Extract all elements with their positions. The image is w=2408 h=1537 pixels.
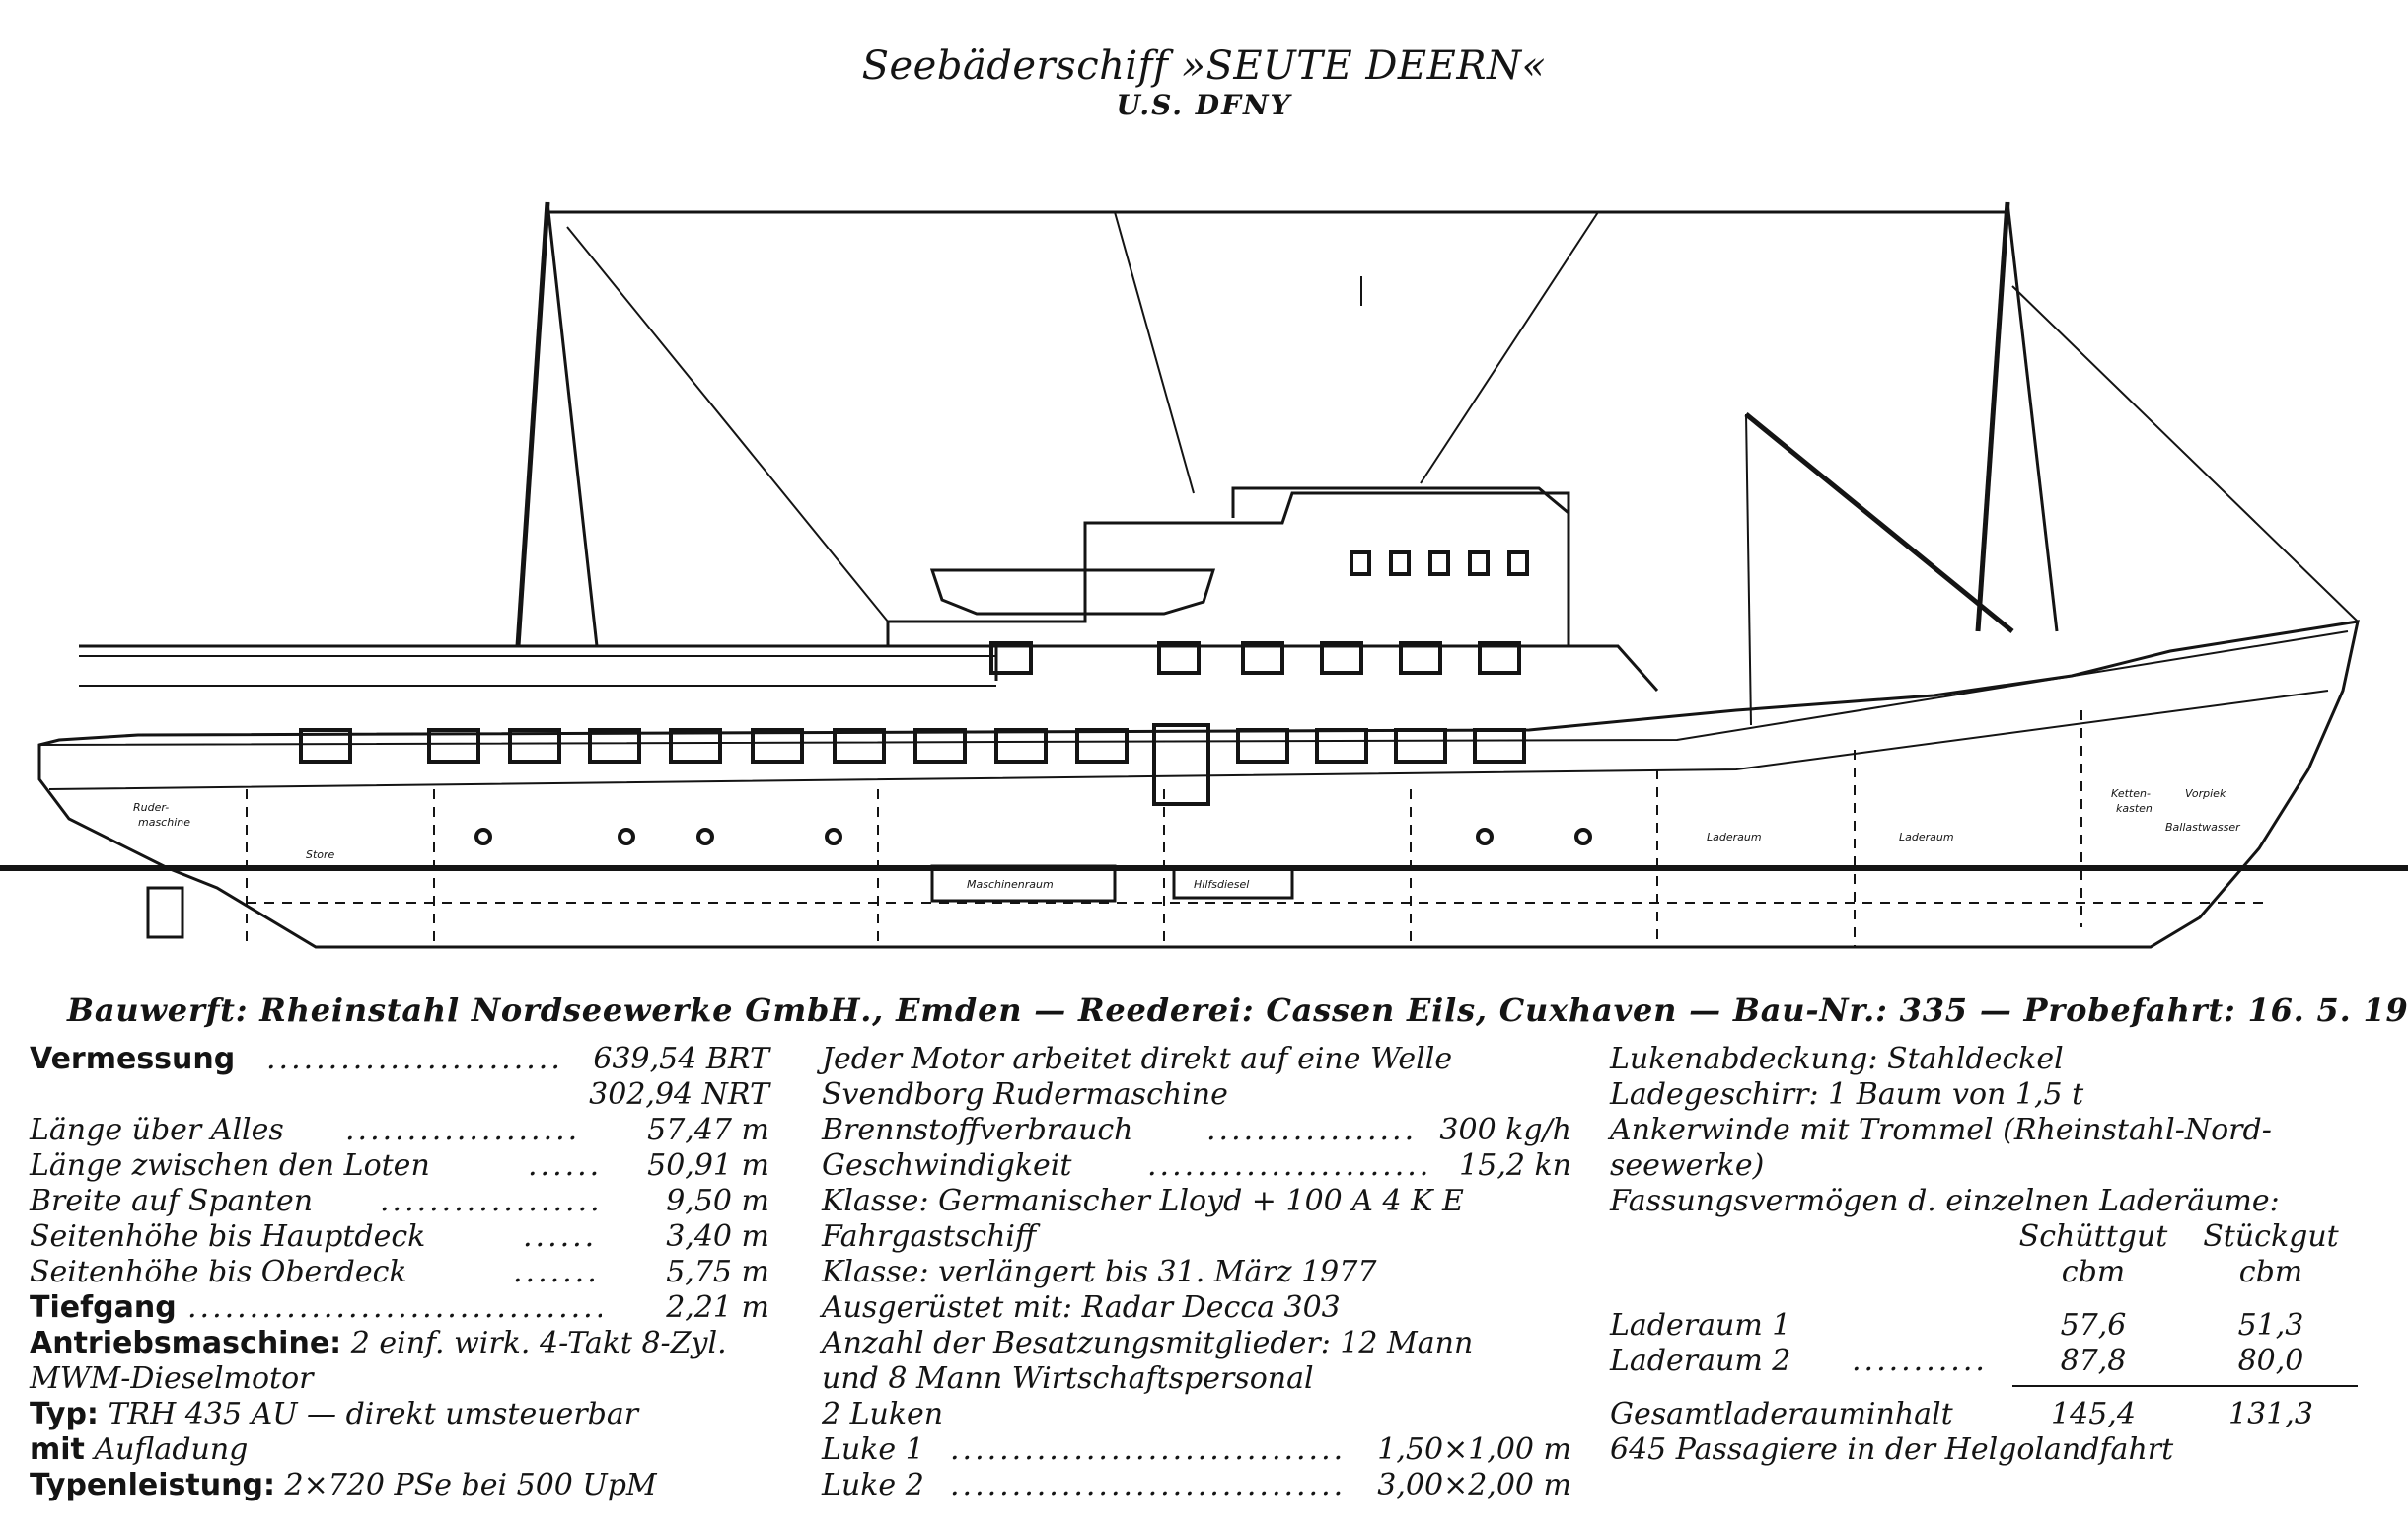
seitenhoehe-haupt-label: Seitenhöhe bis Hauptdeck [30,1219,426,1254]
hold-1-bulk: 57,6 [2060,1308,2127,1343]
tiefgang-value: 2,21 m [666,1290,769,1325]
label-rudder-machine-1: Ruder- [133,801,169,814]
total-general: 131,3 [2228,1397,2313,1431]
hull-outline [37,620,2360,949]
hatch-2-value: 3,00×2,00 m [1377,1468,1571,1502]
capacity-heading: Fassungsvermögen d. einzelnen Laderäume: [1610,1184,2280,1218]
main-deck-windows [299,723,1526,806]
unit-bulk: cbm [2061,1255,2126,1289]
speed-label: Geschwindigkeit [822,1148,1072,1183]
fore-mast [1975,201,2010,632]
laenge-loten-value: 50,91 m [647,1148,769,1183]
header-general: Stückgut [2203,1219,2339,1254]
passengers: 645 Passagiere in der Helgolandfahrt [1610,1432,2174,1467]
hold-2-general: 80,0 [2237,1344,2304,1378]
typ-line: Typ: TRH 435 AU — direkt umsteuerbar [30,1397,639,1431]
crew: Anzahl der Besatzungsmitglieder: 12 Mann [822,1326,1474,1360]
crew-2: und 8 Mann Wirtschaftspersonal [822,1361,1314,1396]
fuel-consumption-label: Brennstoffverbrauch [822,1113,1133,1147]
hatch-cover: Lukenabdeckung: Stahldeckel [1610,1042,2064,1076]
antrieb-line-2: MWM-Dieselmotor [30,1361,314,1396]
aft-mast [515,201,550,647]
speed-value: 15,2 kn [1459,1148,1571,1183]
label-forepeak: Vorpiek [2185,787,2226,800]
fuel-consumption-value: 300 kg/h [1439,1113,1571,1147]
leistung-line: Typenleistung: 2×720 PSe bei 500 UpM [30,1468,657,1502]
rudder-machine: Svendborg Rudermaschine [822,1077,1228,1112]
label-aux-diesel: Hilfsdiesel [1194,878,1249,891]
label-engine-room: Maschinenraum [967,878,1054,891]
seitenhoehe-ober-value: 5,75 m [666,1255,769,1289]
breite-value: 9,50 m [666,1184,769,1218]
hatch-1-value: 1,50×1,00 m [1377,1432,1571,1467]
vermessung-label: Vermessung [30,1042,236,1076]
shipyard-line: Bauwerft: Rheinstahl Nordseewerke GmbH.,… [67,991,2408,1029]
class-extended: Klasse: verlängert bis 31. März 1977 [822,1255,1377,1289]
cargo-gear: Ladegeschirr: 1 Baum von 1,5 t [1610,1077,2084,1112]
laenge-ueber-alles-value: 57,47 m [647,1113,769,1147]
document-title: Seebäderschiff »SEUTE DEERN« [861,43,1547,89]
header-bulk: Schüttgut [2018,1219,2168,1254]
equipment: Ausgerüstet mit: Radar Decca 303 [822,1290,1341,1325]
motor-note: Jeder Motor arbeitet direkt auf eine Wel… [822,1042,1453,1076]
specs-column-3: Lukenabdeckung: Stahldeckel Ladegeschirr… [1610,1042,2360,1468]
class-line-2: Fahrgastschiff [822,1219,1037,1254]
specs-column-2: Jeder Motor arbeitet direkt auf eine Wel… [822,1042,1571,1502]
hold-1-general: 51,3 [2237,1308,2304,1343]
hatches: 2 Luken [822,1397,944,1431]
label-chain-box-1: Ketten- [2111,787,2151,800]
tiefgang-label: Tiefgang [30,1290,177,1325]
laenge-ueber-alles-label: Länge über Alles [30,1113,284,1147]
sum-rule [2012,1385,2358,1387]
class-line: Klasse: Germanischer Lloyd + 100 A 4 K E [822,1184,1464,1218]
ship-profile-drawing: Ruder- maschine Store Maschinenraum Hilf… [0,201,2408,949]
hold-2-label: Laderaum 2 [1610,1344,1791,1378]
label-chain-box-2: kasten [2116,802,2153,815]
typ-line-2: mit Aufladung [30,1432,249,1467]
vermessung-nrt: 302,94 NRT [589,1077,769,1112]
unit-general: cbm [2238,1255,2303,1289]
label-store: Store [306,848,335,861]
seitenhoehe-ober-label: Seitenhöhe bis Oberdeck [30,1255,407,1289]
windlass-2: seewerke) [1610,1148,1765,1183]
laenge-loten-label: Länge zwischen den Loten [30,1148,430,1183]
lifeboat [929,568,1216,616]
total-bulk: 145,4 [2051,1397,2136,1431]
hatch-2-label: Luke 2 [822,1468,924,1502]
breite-label: Breite auf Spanten [30,1184,314,1218]
hold-1-label: Laderaum 1 [1610,1308,1791,1343]
cargo-boom [1744,412,2014,633]
vermessung-brt: 639,54 BRT [593,1042,769,1076]
specs-column-1: Vermessung..............................… [30,1042,769,1502]
antrieb-line: Antriebsmaschine: 2 einf. wirk. 4-Takt 8… [30,1326,727,1360]
total-label: Gesamtladerauminhalt [1610,1397,1953,1431]
hold-2-bulk: 87,8 [2060,1344,2127,1378]
hatch-1-label: Luke 1 [822,1432,924,1467]
label-hold-2: Laderaum [1899,831,1954,843]
superstructure [886,491,1570,646]
seitenhoehe-haupt-value: 3,40 m [666,1219,769,1254]
label-rudder-machine-2: maschine [138,816,190,829]
label-ballast: Ballastwasser [2165,821,2241,834]
document-subtitle: U.S. DFNY [1116,89,1292,121]
label-hold-1: Laderaum [1707,831,1762,843]
windlass: Ankerwinde mit Trommel (Rheinstahl-Nord- [1610,1113,2272,1147]
